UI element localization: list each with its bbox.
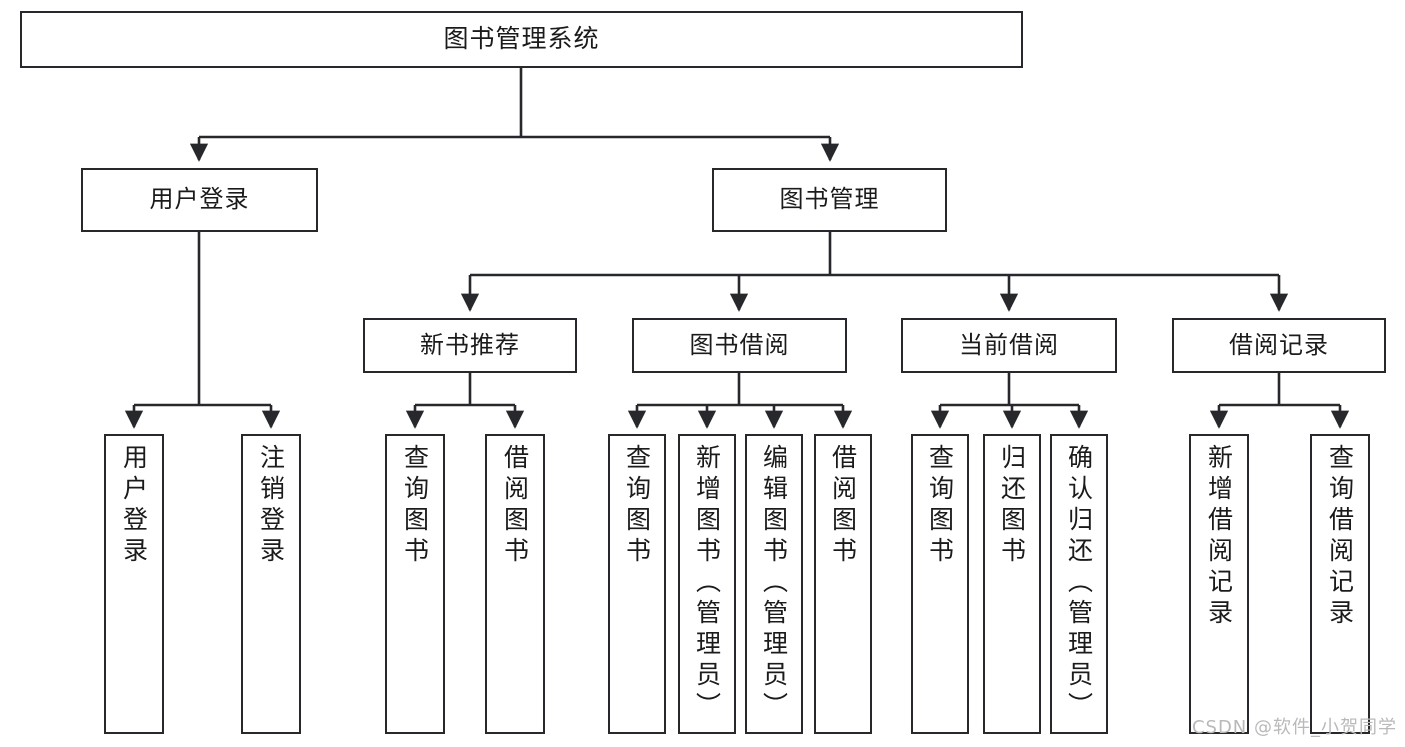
node-leaf-add-borrow-record[interactable]: 新增借阅记录 [1189, 434, 1249, 734]
node-root[interactable]: 图书管理系统 [20, 11, 1023, 68]
node-leaf-confirm-return-admin-label: 确认归还（管理员） [1064, 444, 1094, 723]
node-leaf-borrow-book-recommend-label: 借阅图书 [500, 444, 530, 568]
node-leaf-logout-label: 注销登录 [256, 444, 286, 568]
node-leaf-query-borrow-record[interactable]: 查询借阅记录 [1310, 434, 1370, 734]
node-leaf-query-book-borrow-label: 查询图书 [622, 444, 652, 568]
node-leaf-add-borrow-record-label: 新增借阅记录 [1204, 444, 1234, 630]
node-leaf-borrow-book-recommend[interactable]: 借阅图书 [485, 434, 545, 734]
node-level3-borrow-record-label: 借阅记录 [1229, 330, 1329, 359]
csdn-watermark: CSDN @软件_小贺同学 [1191, 717, 1397, 738]
node-leaf-return-book[interactable]: 归还图书 [983, 434, 1041, 734]
node-leaf-query-book-recommend-label: 查询图书 [400, 444, 430, 568]
node-leaf-user-login[interactable]: 用户登录 [104, 434, 164, 734]
node-level2-user-login-label: 用户登录 [149, 185, 250, 214]
node-leaf-query-book-current-label: 查询图书 [925, 444, 955, 568]
node-leaf-query-book-borrow[interactable]: 查询图书 [608, 434, 666, 734]
node-leaf-edit-book-admin-label: 编辑图书（管理员） [759, 444, 789, 723]
node-level3-book-borrow-label: 图书借阅 [689, 330, 790, 359]
node-level2-user-login[interactable]: 用户登录 [81, 168, 318, 232]
node-level3-current-borrow[interactable]: 当前借阅 [901, 318, 1117, 373]
node-leaf-logout[interactable]: 注销登录 [241, 434, 301, 734]
node-leaf-return-book-label: 归还图书 [997, 444, 1027, 568]
node-level3-new-book-recommend[interactable]: 新书推荐 [363, 318, 577, 373]
node-root-label: 图书管理系统 [443, 24, 600, 54]
node-leaf-edit-book-admin[interactable]: 编辑图书（管理员） [745, 434, 803, 734]
node-level3-book-borrow[interactable]: 图书借阅 [632, 318, 847, 373]
node-level3-new-book-recommend-label: 新书推荐 [420, 330, 520, 359]
node-level2-book-management-label: 图书管理 [779, 185, 880, 214]
node-leaf-confirm-return-admin[interactable]: 确认归还（管理员） [1050, 434, 1108, 734]
node-leaf-user-login-label: 用户登录 [119, 444, 149, 568]
node-leaf-query-book-current[interactable]: 查询图书 [911, 434, 969, 734]
node-leaf-borrow-book-label: 借阅图书 [828, 444, 858, 568]
node-level3-borrow-record[interactable]: 借阅记录 [1172, 318, 1386, 373]
node-leaf-add-book-admin-label: 新增图书（管理员） [692, 444, 722, 723]
node-leaf-query-borrow-record-label: 查询借阅记录 [1325, 444, 1355, 630]
node-level2-book-management[interactable]: 图书管理 [712, 168, 947, 232]
node-leaf-borrow-book[interactable]: 借阅图书 [814, 434, 872, 734]
node-leaf-query-book-recommend[interactable]: 查询图书 [385, 434, 445, 734]
node-leaf-add-book-admin[interactable]: 新增图书（管理员） [678, 434, 736, 734]
node-level3-current-borrow-label: 当前借阅 [959, 330, 1059, 359]
